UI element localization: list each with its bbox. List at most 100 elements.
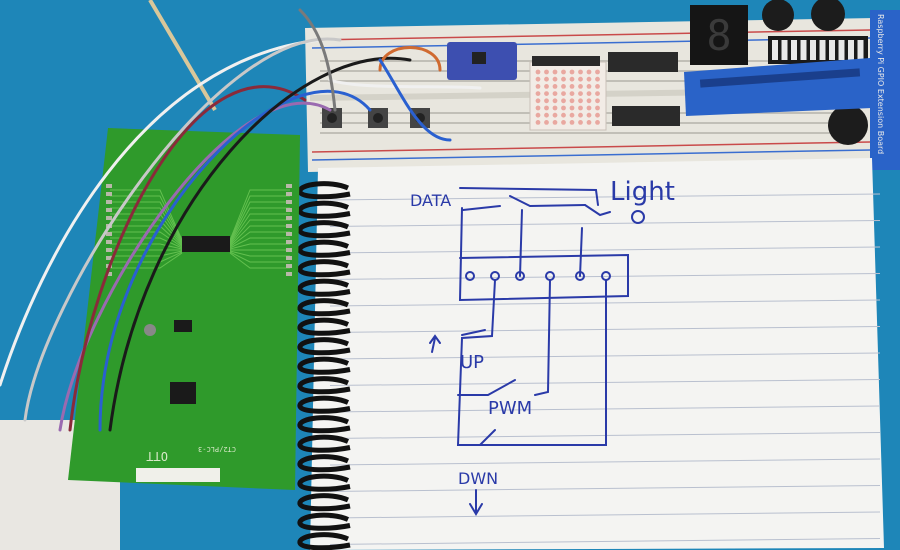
matrix-led [552,76,558,82]
ruled-line [329,220,881,227]
spiral-ring [297,239,351,258]
matrix-led [578,91,583,96]
circuit-sketch [429,187,645,516]
matrix-led [552,98,558,104]
spiral-ring [297,512,351,531]
ruled-line [329,511,881,519]
matrix-led [535,76,541,82]
matrix-led [561,84,566,89]
matrix-led [578,105,583,111]
matrix-led [569,98,575,104]
pcb-trace [229,189,290,241]
matrix-led [595,69,600,75]
spiral-ring [297,317,351,336]
pcb-pad [286,208,292,212]
matrix-led [544,76,549,82]
matrix-led [535,105,541,111]
seven-segment-digit: 8 [706,11,731,60]
matrix-led [535,91,541,96]
matrix-led [586,84,592,89]
pcb-trace [110,195,183,242]
matrix-led [569,105,575,111]
notebook-page [297,158,884,550]
pcb-pad [106,240,112,244]
matrix-led [578,76,583,82]
matrix-led [569,69,575,75]
spiral-ring [297,356,351,375]
pcb-pad [106,248,112,252]
pcb-microcontroller [170,382,196,404]
matrix-led [561,76,566,82]
matrix-led [544,120,549,125]
matrix-led [586,76,592,82]
ruled-line [329,485,881,492]
matrix-led [535,112,541,118]
pcb-pad [106,272,112,276]
spiral-ring [297,454,351,473]
matrix-led [578,69,583,75]
jumper-wires [0,8,482,432]
matrix-led [586,112,592,118]
matrix-led [552,91,558,96]
label-data: DATA [410,191,451,210]
pcb-pad [286,216,292,220]
matrix-led [561,69,566,75]
matrix-led [586,91,592,96]
pcb-pad [106,208,112,212]
pcb-trace [229,250,290,257]
green-pcb: OTT CT2/PLC-3 [68,128,300,490]
led-bar-graph [768,36,868,64]
bar-segment [800,40,807,60]
label-light: Light [610,177,675,207]
matrix-led [569,91,575,96]
matrix-led [552,84,558,89]
ruled-line [329,273,881,280]
pcb-regulator [174,320,192,332]
label-up: UP [460,352,484,373]
pcb-trace [229,207,290,244]
pcb-pad [286,264,292,268]
buzzer-1 [762,0,794,31]
spiral-ring [297,473,351,492]
pcb-trace [110,243,183,250]
matrix-led [535,98,541,104]
matrix-led [561,112,566,118]
ruled-line [329,193,881,201]
pcb-trace [229,195,290,242]
pcb-pad [286,232,292,236]
spiral-ring [297,200,351,219]
spiral-ring [297,434,351,453]
wooden-stick [148,0,217,112]
matrix-led [595,84,600,89]
pcb-trace [229,252,290,269]
matrix-led [544,91,549,96]
label-dwn: DWN [458,469,498,488]
pcb-pad [106,256,112,260]
matrix-led [544,105,549,111]
ruled-line [329,458,881,466]
gpio-board-label: Raspberry Pi GPIO Extension Board [876,14,885,154]
pcb-pad [106,200,112,204]
bar-segment [829,40,835,60]
gpio-extension-board: Raspberry Pi GPIO Extension Board [684,10,900,170]
ic-chip-lower [612,106,680,126]
matrix-led [595,98,600,104]
ic-chip-top [532,56,600,66]
bar-segment [772,40,778,60]
ic-chip-upper [608,52,678,72]
matrix-led [578,120,583,125]
matrix-led [569,76,575,82]
pcb-trace [110,219,183,246]
pcb-trace [110,237,183,249]
spiral-ring [297,278,351,297]
bar-segment [819,40,826,60]
pcb-trace [229,201,290,243]
bar-segment [791,40,797,60]
pcb-pad [286,248,292,252]
matrix-led [552,69,558,75]
pcb-ic-large [182,236,230,252]
matrix-led [595,91,600,96]
pcb-pad [106,232,112,236]
matrix-led [586,105,592,111]
